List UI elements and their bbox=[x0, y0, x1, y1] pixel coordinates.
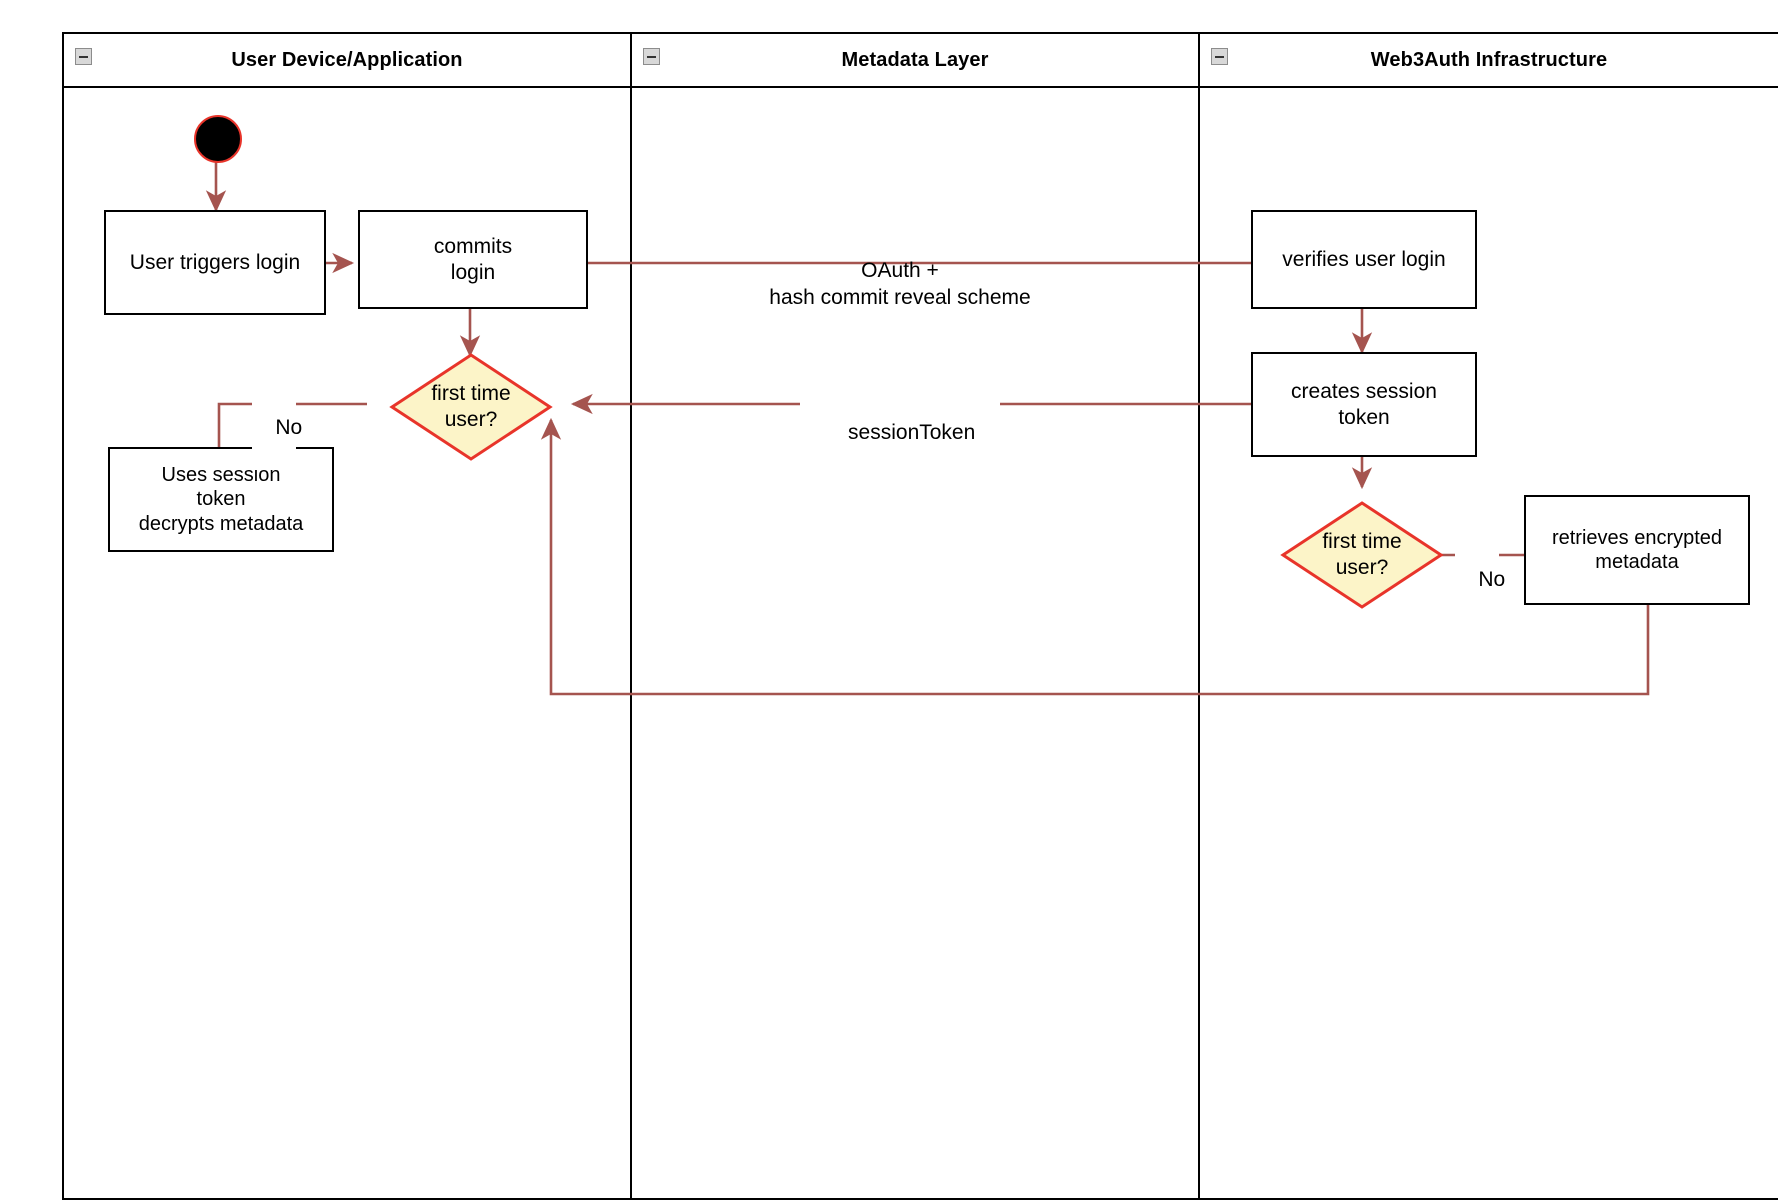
node-commits-login[interactable]: commits login bbox=[358, 210, 588, 309]
edge-label-no-left: No bbox=[252, 389, 302, 468]
node-creates-session-token[interactable]: creates session token bbox=[1251, 352, 1477, 457]
swimlane-metadata-layer: Metadata Layer bbox=[632, 34, 1198, 1198]
lane-title-user-device-application: User Device/Application bbox=[231, 48, 463, 71]
lane-header-web3auth-infrastructure: Web3Auth Infrastructure bbox=[1200, 34, 1778, 88]
node-label-verifies-user-login: verifies user login bbox=[1282, 247, 1446, 271]
node-decision-first-time-user-right[interactable]: first time user? bbox=[1280, 500, 1444, 610]
edge-label-text-no-right: No bbox=[1478, 568, 1506, 592]
node-label-uses-session-token: Uses session token decrypts metadata bbox=[138, 463, 304, 535]
node-label-user-triggers-login: User triggers login bbox=[129, 250, 301, 274]
decision-diamond-shape bbox=[389, 353, 553, 461]
node-decision-first-time-user-left[interactable]: first time user? bbox=[389, 352, 553, 462]
collapse-minus-icon[interactable] bbox=[1211, 48, 1228, 65]
node-user-triggers-login[interactable]: User triggers login bbox=[104, 210, 326, 315]
node-verifies-user-login[interactable]: verifies user login bbox=[1251, 210, 1477, 309]
node-label-first-time-user-left: first time user? bbox=[431, 382, 511, 431]
collapse-minus-icon[interactable] bbox=[643, 48, 660, 65]
node-retrieves-encrypted-metadata[interactable]: retrieves encrypted metadata bbox=[1524, 495, 1750, 605]
edge-label-text-no-left: No bbox=[275, 416, 303, 440]
edge-label-oauth-hash-commit-reveal: OAuth + hash commit reveal scheme bbox=[690, 232, 1110, 311]
decision-diamond-shape bbox=[1280, 501, 1444, 609]
edge-label-session-token: sessionToken bbox=[800, 394, 1000, 473]
lane-header-user-device-application: User Device/Application bbox=[64, 34, 630, 88]
swimlane-user-device-application: User Device/Application bbox=[64, 34, 630, 1198]
swimlane-pool: User Device/Application Metadata Layer W… bbox=[62, 32, 1778, 1200]
edge-label-text-session-token: sessionToken bbox=[848, 421, 976, 445]
node-label-creates-session-token: creates session token bbox=[1291, 379, 1437, 429]
lane-header-metadata-layer: Metadata Layer bbox=[632, 34, 1198, 88]
node-label-first-time-user-right: first time user? bbox=[1322, 530, 1402, 579]
node-uses-session-token-decrypts-metadata[interactable]: Uses session token decrypts metadata bbox=[108, 447, 334, 552]
edge-label-no-right: No bbox=[1455, 541, 1505, 620]
lane-title-metadata-layer: Metadata Layer bbox=[841, 48, 989, 71]
node-label-retrieves-encrypted-metadata: retrieves encrypted metadata bbox=[1551, 526, 1723, 573]
lane-title-web3auth-infrastructure: Web3Auth Infrastructure bbox=[1370, 48, 1608, 71]
start-node bbox=[194, 115, 242, 163]
node-label-commits-login: commits login bbox=[433, 234, 513, 284]
edge-label-text-oauth: OAuth + hash commit reveal scheme bbox=[769, 259, 1031, 309]
collapse-minus-icon[interactable] bbox=[75, 48, 92, 65]
